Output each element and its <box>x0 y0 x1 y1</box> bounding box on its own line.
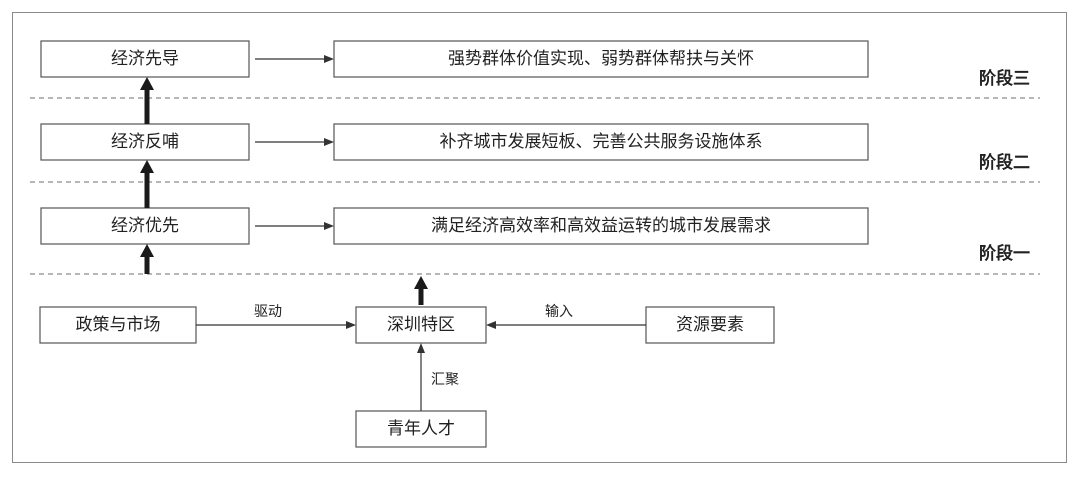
node-policy-market <box>39 306 197 344</box>
node-policy-market-label: 政策与市场 <box>76 315 161 335</box>
node-outcome-one <box>333 207 869 245</box>
arrowhead-outcome-two <box>324 138 334 146</box>
arrowhead-stage-one <box>414 276 428 289</box>
arrowhead-feedback <box>140 160 154 173</box>
node-outcome-one-label: 满足经济高效率和高效益运转的城市发展需求 <box>431 216 771 236</box>
node-econ-feedback <box>40 123 250 161</box>
stage-label-three: 阶段三 <box>979 68 1030 89</box>
stage-label-two: 阶段二 <box>979 152 1030 173</box>
arrowhead-talent <box>417 343 425 353</box>
arrowhead-policy <box>346 321 356 329</box>
node-econ-leading-label: 经济先导 <box>111 49 179 69</box>
edge-label-input: 输入 <box>545 304 573 320</box>
arrowhead-resources <box>486 321 496 329</box>
node-econ-feedback-label: 经济反哺 <box>111 132 179 152</box>
node-shenzhen-label: 深圳特区 <box>387 315 455 335</box>
stage-label-one: 阶段一 <box>979 243 1030 264</box>
node-outcome-two <box>333 123 869 161</box>
edge-label-gather: 汇聚 <box>431 372 459 388</box>
node-econ-priority <box>40 207 250 245</box>
node-econ-priority-label: 经济优先 <box>111 216 179 236</box>
arrowhead-leading <box>140 77 154 90</box>
edge-label-drive: 驱动 <box>254 304 282 320</box>
arrowhead-priority <box>140 244 154 257</box>
node-outcome-three-label: 强势群体价值实现、弱势群体帮扶与关怀 <box>448 49 754 69</box>
arrowhead-outcome-one <box>324 222 334 230</box>
node-youth-talent-label: 青年人才 <box>387 419 455 439</box>
node-resources-label: 资源要素 <box>676 315 744 335</box>
node-econ-leading <box>40 40 250 78</box>
node-outcome-two-label: 补齐城市发展短板、完善公共服务设施体系 <box>440 132 763 152</box>
node-outcome-three <box>333 40 869 78</box>
arrowhead-outcome-three <box>324 55 334 63</box>
node-shenzhen <box>355 306 487 344</box>
